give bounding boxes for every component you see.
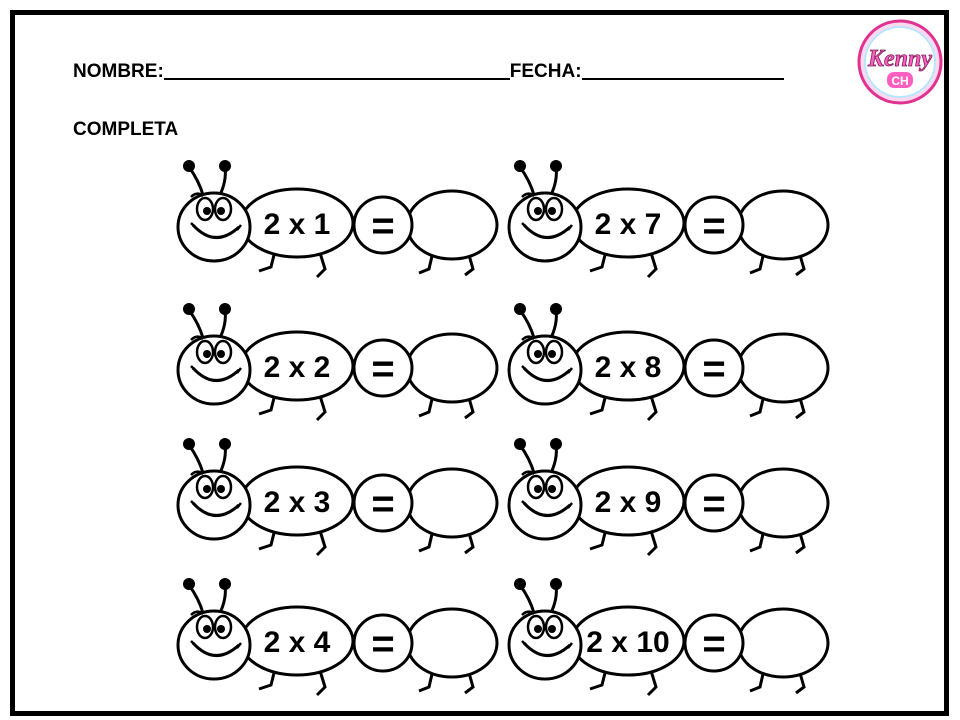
ant-problem: 2 x 1 = [176,160,499,279]
problem-text: 2 x 8 [595,351,662,384]
answer-oval [405,332,499,404]
antenna-tip [183,160,195,172]
antenna-tip [550,303,562,315]
worksheet-page: NOMBRE:FECHA: COMPLETA Kenny CH 2 x 1=2 … [10,10,949,716]
answer-oval [736,189,830,261]
ant-smile [191,641,241,657]
antenna-tip [514,578,526,590]
antenna-tip [514,438,526,450]
date-label: FECHA: [509,61,582,82]
antenna-tip [550,578,562,590]
ant-smile [191,366,241,382]
antenna-tip [550,438,562,450]
antenna-tip [219,160,231,172]
problem-text: 2 x 10 [586,626,669,659]
antenna-tip [183,438,195,450]
ant-smile [522,366,572,382]
answer-oval [405,189,499,261]
equals-sign: = [702,347,725,391]
ant-problem: 2 x 8 = [507,303,830,422]
problem-text: 2 x 7 [595,208,662,241]
date-line [581,60,784,80]
antenna-tip [183,303,195,315]
answer-oval [736,607,830,679]
logo-sub: CH [891,74,908,88]
equals-sign: = [702,622,725,666]
antenna-tip [219,578,231,590]
instruction-text: COMPLETA [73,119,179,140]
ant-problem: 2 x 7 = [507,160,830,279]
equals-sign: = [371,482,394,526]
antenna-tip [219,438,231,450]
answer-oval [736,467,830,539]
equals-sign: = [702,482,725,526]
ant-problem: 2 x 3 = [176,438,499,557]
problem-text: 2 x 3 [264,486,331,519]
antenna-tip [514,303,526,315]
antenna-tip [514,160,526,172]
answer-oval [405,607,499,679]
equals-sign: = [702,204,725,248]
answer-oval [405,467,499,539]
problem-text: 2 x 9 [595,486,662,519]
logo-name: Kenny [867,46,932,72]
ant-smile [522,501,572,517]
name-label: NOMBRE: [73,61,164,82]
ant-problem: 2 x 2 = [176,303,499,422]
antenna-tip [219,303,231,315]
ant-problem: 2 x 10 = [507,578,830,697]
problem-text: 2 x 1 [264,208,331,241]
ant-problem: 2 x 9 = [507,438,830,557]
problem-text: 2 x 2 [264,351,331,384]
antenna-tip [183,578,195,590]
ant-problem: 2 x 4 = [176,578,499,697]
name-line [163,60,510,80]
answer-oval [736,332,830,404]
problem-text: 2 x 4 [264,626,331,659]
ant-smile [191,501,241,517]
ant-smile [522,641,572,657]
equals-sign: = [371,347,394,391]
ant-problems-grid: 2 x 1=2 x 2=2 x 3=2 x 4=2 x 7=2 x 8=2 x … [176,160,830,697]
equals-sign: = [371,204,394,248]
ant-smile [191,223,241,239]
header-row: NOMBRE: FECHA: [73,60,784,83]
ant-smile [522,223,572,239]
kenny-ch-logo: Kenny CH [857,19,943,105]
antenna-tip [550,160,562,172]
equals-sign: = [371,622,394,666]
